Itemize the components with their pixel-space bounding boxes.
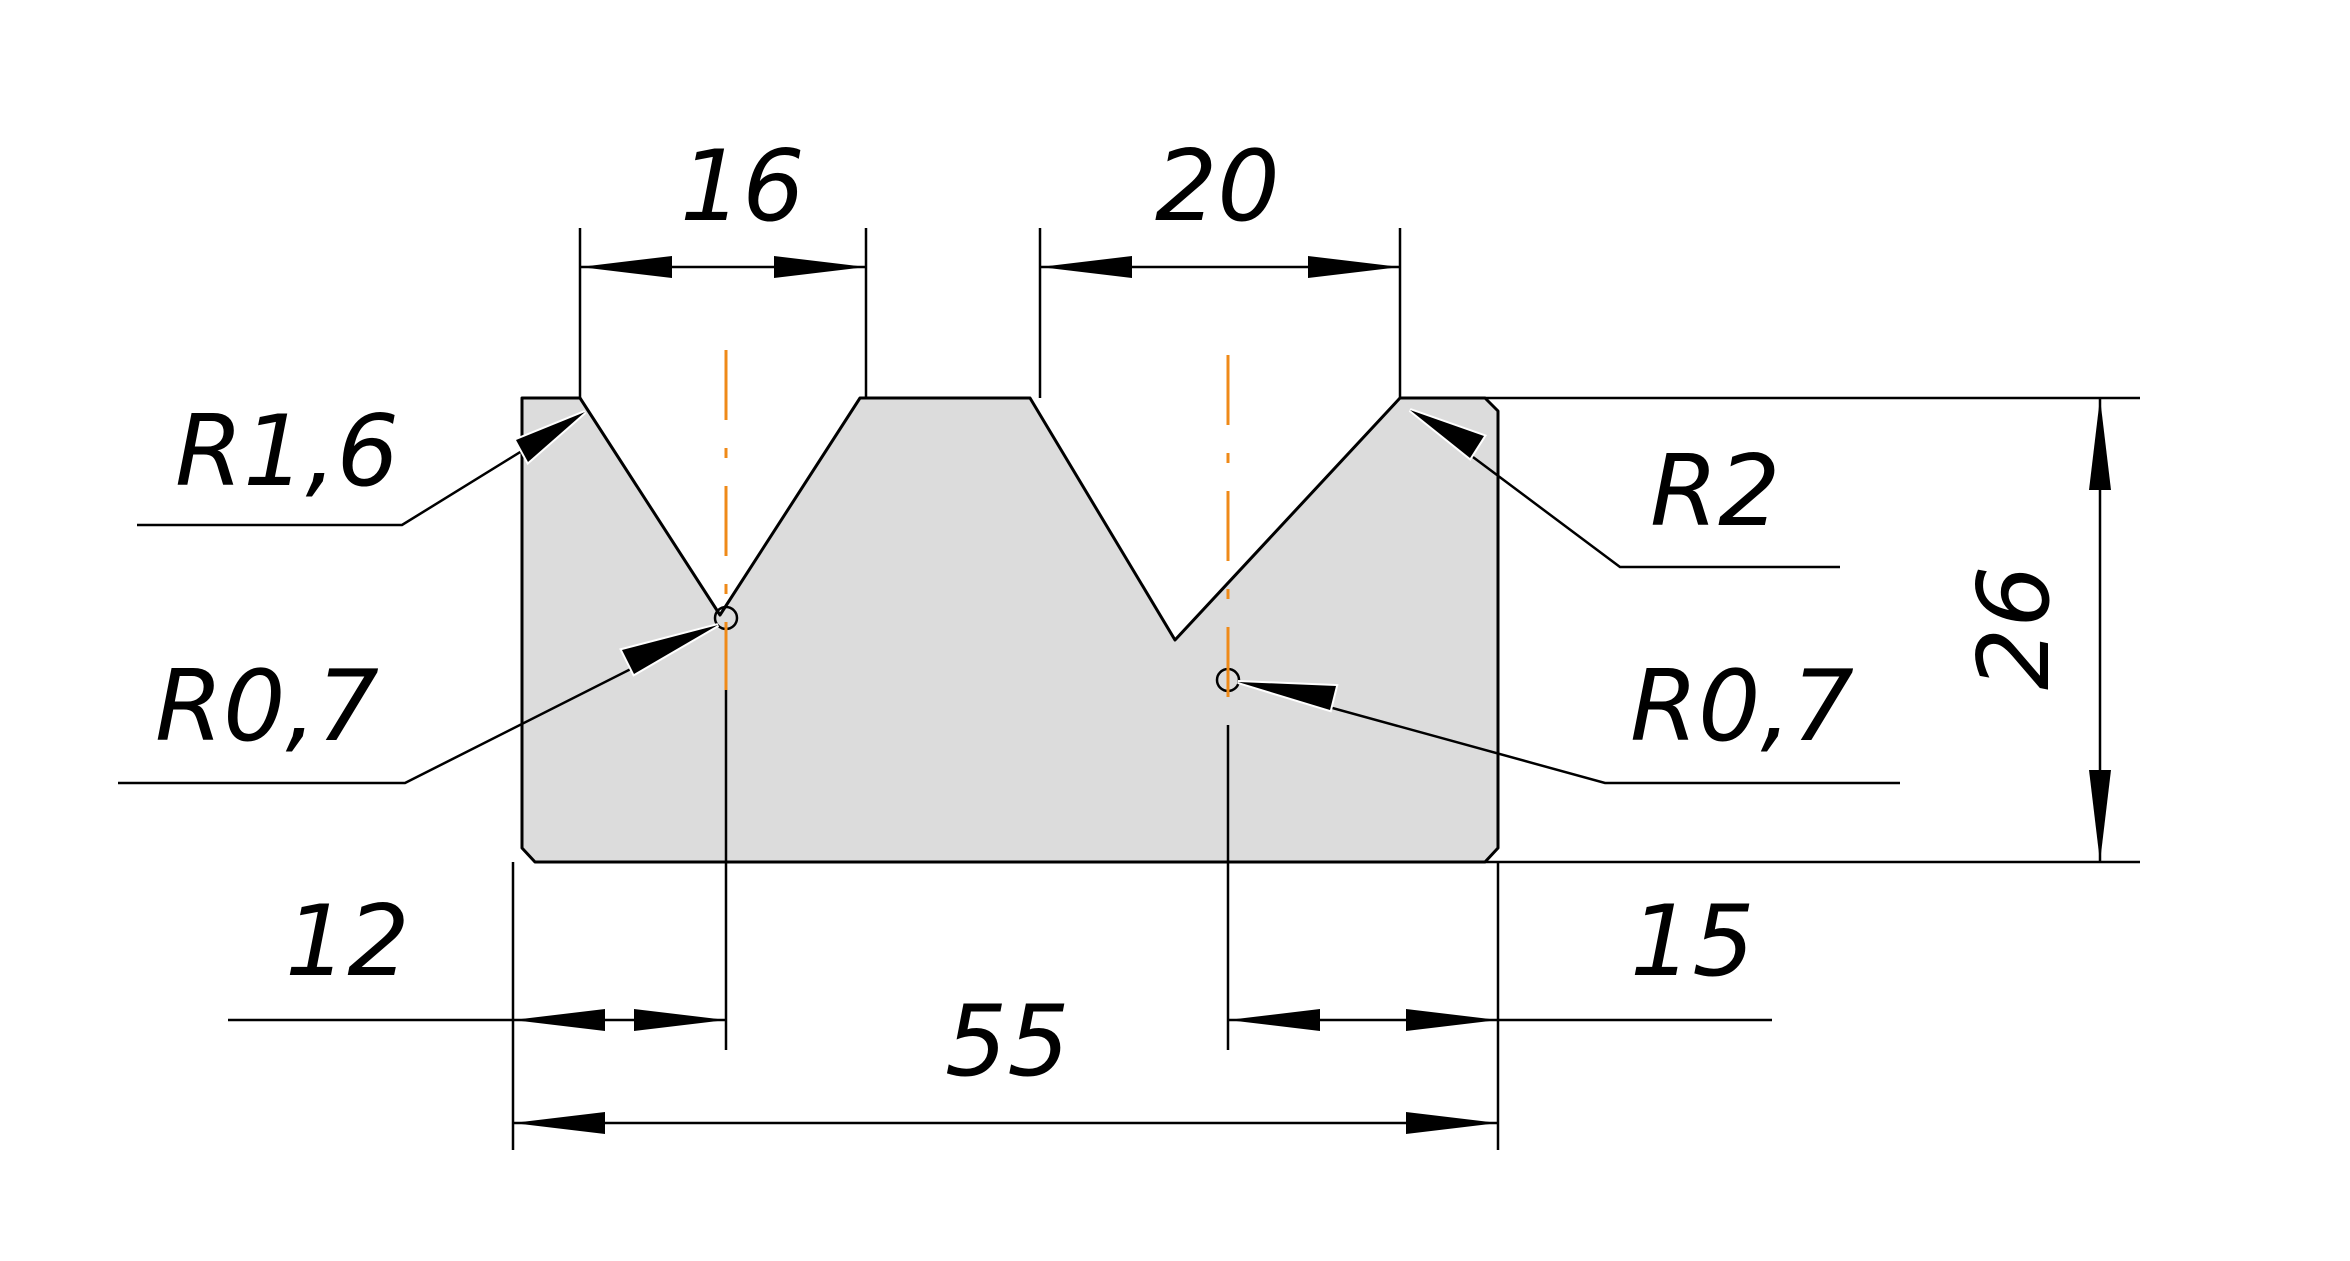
dim-20-label: 20 — [1155, 130, 1280, 244]
radius-r0-7-right-label: R0,7 — [1630, 650, 1854, 764]
dim-55-label: 55 — [945, 985, 1070, 1099]
arrow-r0-7-left — [619, 623, 720, 677]
dim-26-label: 26 — [1958, 565, 2072, 690]
arrow-r1-6 — [513, 410, 587, 466]
die-profile — [520, 396, 1500, 864]
leader-r2 — [1409, 408, 1840, 569]
arrow-r2 — [1408, 408, 1488, 461]
arrow-55-left — [513, 1112, 605, 1134]
arrow-16-right — [774, 256, 866, 278]
arrow-15-left — [1228, 1009, 1320, 1031]
arrow-26-bottom — [2089, 770, 2111, 862]
dim-16-label: 16 — [680, 130, 805, 244]
radius-r1-6-label: R1,6 — [175, 395, 399, 509]
arrow-20-left — [1040, 256, 1132, 278]
arrow-26-top — [2089, 398, 2111, 490]
radius-r0-7-left-label: R0,7 — [155, 650, 379, 764]
arrow-20-right — [1308, 256, 1400, 278]
leader-r0-7-right — [1237, 680, 1900, 785]
radius-r2-label: R2 — [1650, 435, 1780, 549]
leader-r0-7-left — [118, 623, 719, 785]
dim-arrows — [513, 256, 2111, 1134]
arrow-15-right — [1406, 1009, 1498, 1031]
dim-15-label: 15 — [1630, 885, 1755, 999]
arrow-55-right — [1406, 1112, 1498, 1134]
arrow-16-left — [580, 256, 672, 278]
dim-12-label: 12 — [285, 885, 410, 999]
arrow-12-left — [513, 1009, 605, 1031]
arrow-12-right — [634, 1009, 726, 1031]
arrow-r0-7-right — [1237, 680, 1339, 713]
